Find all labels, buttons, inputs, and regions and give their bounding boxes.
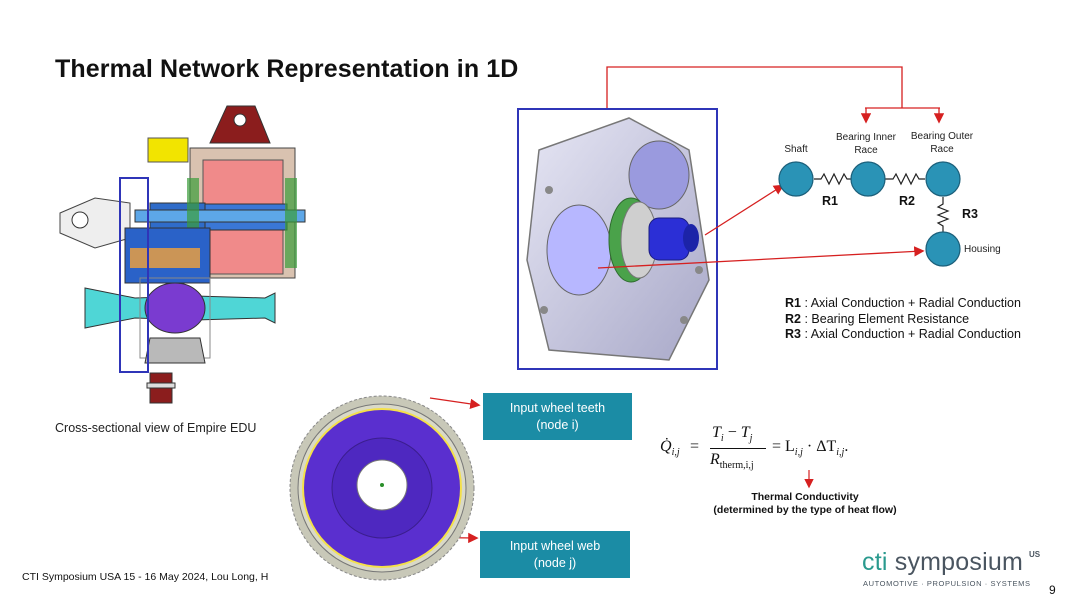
page-number: 9 [1049, 583, 1056, 597]
legend-row-r3: R3 : Axial Conduction + Radial Conductio… [785, 327, 1021, 341]
cti-symposium-logo: cti symposium US AUTOMOTIVE · PROPULSION… [862, 548, 1041, 588]
legend-row-r1: R1 : Axial Conduction + Radial Conductio… [785, 296, 1021, 310]
resistance-legend: R1 : Axial Conduction + Radial Conductio… [785, 296, 1021, 343]
node-housing [925, 231, 961, 267]
label-housing: Housing [964, 244, 1001, 255]
resistor-r2 [885, 172, 925, 186]
heat-flow-equation: Q̇i,j = Ti − Tj Rtherm,i,j = Li,j · ΔTi,… [660, 424, 849, 471]
callout-input-wheel-teeth: Input wheel teeth (node i) [483, 393, 632, 440]
gearbox-housing-image [526, 117, 710, 361]
label-r1: R1 [822, 194, 838, 208]
legend-row-r2: R2 : Bearing Element Resistance [785, 311, 970, 326]
edu-caption: Cross-sectional view of Empire EDU [55, 421, 257, 435]
label-shaft: Shaft [784, 144, 808, 155]
resistor-r3 [936, 197, 950, 232]
node-bearing-outer-race [925, 161, 961, 197]
bracket-arrow [606, 66, 903, 108]
footer-citation: CTI Symposium USA 15 - 16 May 2024, Lou … [22, 571, 269, 583]
label-bearing-outer-race: Bearing Outer Race [910, 131, 974, 155]
node-shaft [778, 161, 814, 197]
resistor-r1 [814, 172, 852, 186]
callout-input-wheel-web: Input wheel web (node j) [480, 531, 630, 578]
thermal-conductivity-note: Thermal Conductivity (determined by the … [713, 491, 897, 516]
housing-render-frame [517, 108, 718, 370]
node-bearing-inner-race [850, 161, 886, 197]
label-r3: R3 [962, 207, 978, 221]
edu-cross-section-image [59, 105, 306, 404]
label-bearing-inner-race: Bearing Inner Race [835, 132, 897, 156]
fraction-bar [710, 448, 766, 449]
slide-title: Thermal Network Representation in 1D [55, 55, 519, 83]
label-r2: R2 [899, 194, 915, 208]
input-wheel-gear-image [289, 395, 475, 581]
